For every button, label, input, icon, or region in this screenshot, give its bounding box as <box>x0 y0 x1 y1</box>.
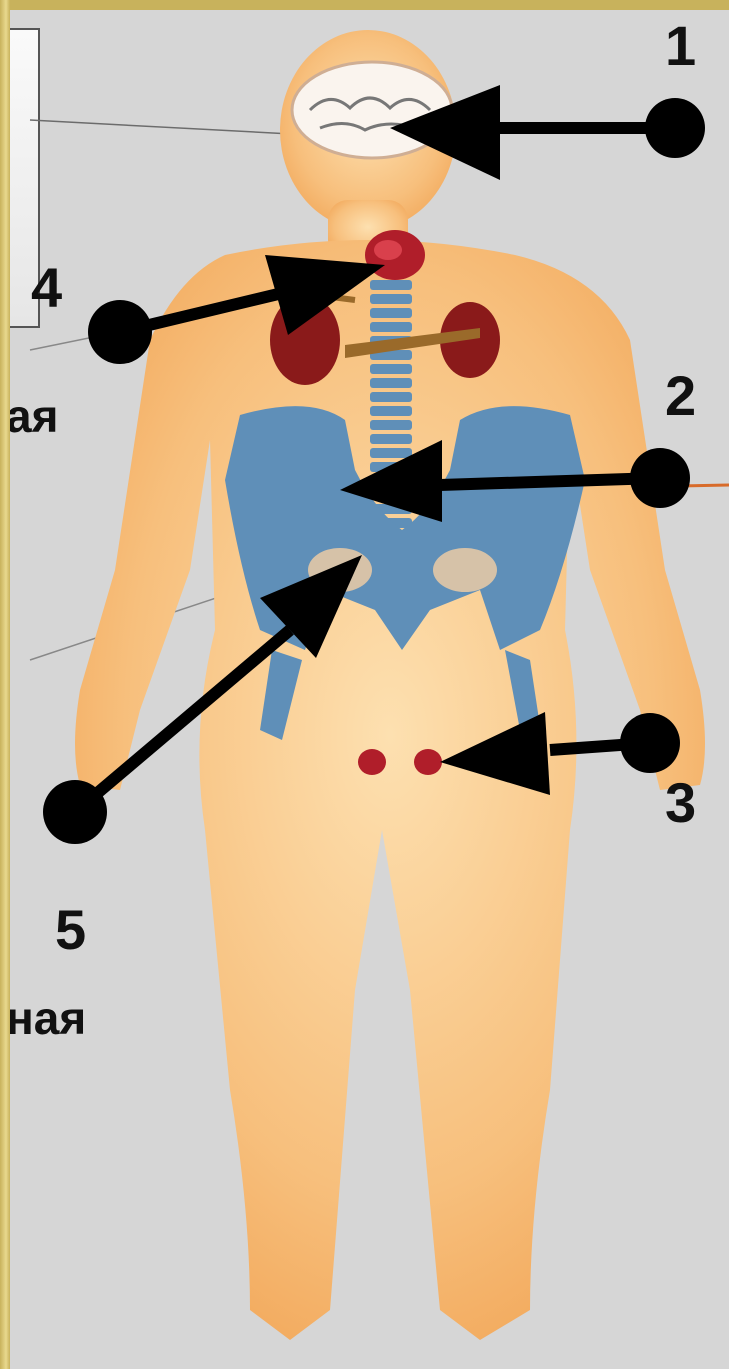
label-word-upper: ая <box>10 393 58 439</box>
body-silhouette <box>75 30 705 1340</box>
label-2: 2 <box>665 368 696 424</box>
label-1: 1 <box>665 18 696 74</box>
label-3: 3 <box>665 775 696 831</box>
vertebra <box>370 378 412 388</box>
vertebra <box>370 434 412 444</box>
label-5: 5 <box>55 902 86 958</box>
vertebra <box>370 420 412 430</box>
vertebra <box>370 294 412 304</box>
vertebra <box>370 392 412 402</box>
diagram-canvas: 1 4 ая 2 3 5 ная <box>10 10 729 1369</box>
label-4: 4 <box>31 260 62 316</box>
vertebra <box>370 448 412 458</box>
guide-line <box>30 120 310 135</box>
label-word-lower: ная <box>10 995 86 1041</box>
vertebra <box>370 322 412 332</box>
vertebra <box>370 406 412 416</box>
vertebra <box>370 364 412 374</box>
vertebra <box>370 308 412 318</box>
vertebra <box>370 280 412 290</box>
human-figure <box>10 10 729 1369</box>
